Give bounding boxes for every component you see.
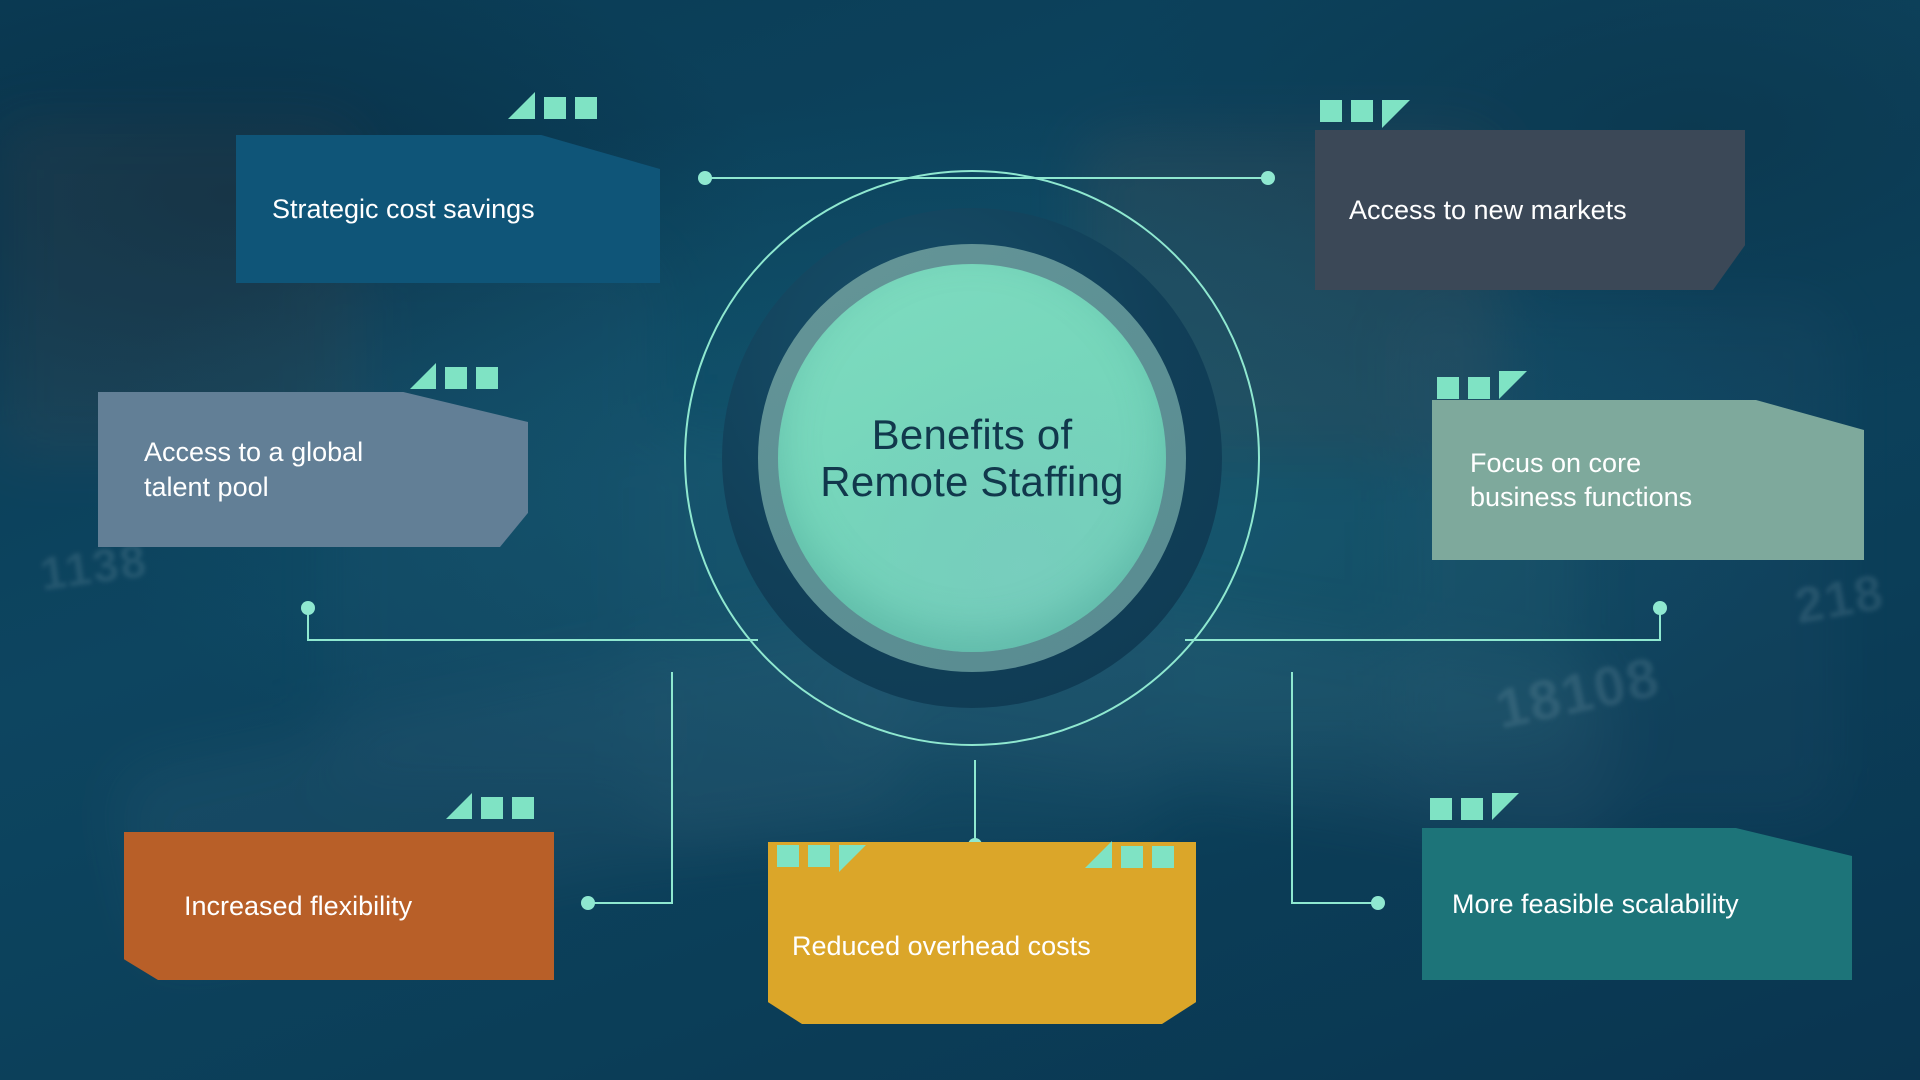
card-background: Access to new markets: [1315, 130, 1745, 290]
hub-core: Benefits of Remote Staffing: [778, 264, 1166, 652]
card-background: Focus on core business functions: [1432, 400, 1864, 560]
square-icon: [1121, 846, 1143, 868]
card-label: More feasible scalability: [1452, 888, 1739, 919]
square-icon: [1320, 100, 1342, 122]
card-label: Reduced overhead costs: [792, 930, 1091, 961]
square-icon: [1152, 846, 1174, 868]
benefit-card-focus-on-core-business[interactable]: Focus on core business functions: [1432, 400, 1864, 560]
square-icon: [481, 797, 503, 819]
square-icon: [476, 367, 498, 389]
card-label: Access to new markets: [1349, 194, 1627, 225]
square-icon: [1461, 798, 1483, 820]
card-background: Strategic cost savings: [236, 135, 660, 283]
triangle-icon: [839, 845, 866, 872]
card-decoration-markets: [1320, 100, 1410, 128]
card-background: Access to a global talent pool: [98, 392, 528, 547]
square-icon: [808, 845, 830, 867]
square-icon: [1430, 798, 1452, 820]
square-icon: [512, 797, 534, 819]
triangle-icon: [410, 363, 436, 389]
card-decoration-focus: [1437, 371, 1527, 399]
card-decoration-reduced-left: [777, 845, 866, 872]
benefit-card-access-to-new-markets[interactable]: Access to new markets: [1315, 130, 1745, 290]
card-background: Increased flexibility: [124, 832, 554, 980]
square-icon: [1437, 377, 1459, 399]
card-background: More feasible scalability: [1422, 828, 1852, 980]
card-background: Reduced overhead costs: [768, 842, 1196, 1024]
square-icon: [575, 97, 597, 119]
benefit-card-global-talent-pool[interactable]: Access to a global talent pool: [98, 392, 528, 547]
square-icon: [445, 367, 467, 389]
square-icon: [1351, 100, 1373, 122]
triangle-icon: [1499, 371, 1527, 399]
hub-outer-ring: [684, 170, 1260, 746]
card-label: Strategic cost savings: [272, 193, 535, 224]
triangle-icon: [1492, 793, 1519, 820]
card-decoration-flexibility: [446, 793, 534, 819]
square-icon: [777, 845, 799, 867]
card-decoration-talent: [410, 363, 498, 389]
benefit-card-reduced-overhead-costs[interactable]: Reduced overhead costs: [768, 842, 1196, 1024]
square-icon: [1468, 377, 1490, 399]
card-decoration-scalability: [1430, 793, 1519, 820]
triangle-icon: [446, 793, 472, 819]
benefit-card-more-feasible-scalability[interactable]: More feasible scalability: [1422, 828, 1852, 980]
page-title: Benefits of Remote Staffing: [820, 410, 1124, 505]
center-hub: Benefits of Remote Staffing: [684, 170, 1260, 746]
triangle-icon: [1085, 841, 1112, 868]
card-decoration-strategic: [508, 92, 597, 119]
card-label: Focus on core business functions: [1470, 447, 1693, 512]
card-label: Increased flexibility: [184, 890, 413, 921]
triangle-icon: [508, 92, 535, 119]
card-decoration-reduced-right: [1085, 841, 1174, 868]
square-icon: [544, 97, 566, 119]
benefit-card-strategic-cost-savings[interactable]: Strategic cost savings: [236, 135, 660, 283]
triangle-icon: [1382, 100, 1410, 128]
benefit-card-increased-flexibility[interactable]: Increased flexibility: [124, 832, 554, 980]
card-label: Access to a global talent pool: [144, 437, 364, 502]
